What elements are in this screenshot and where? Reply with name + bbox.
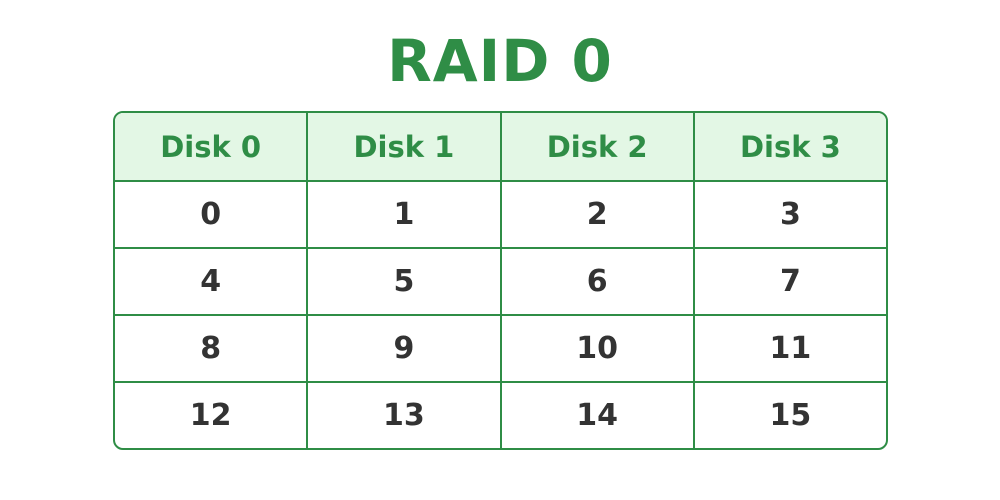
table-cell: 14 [499, 383, 693, 448]
table-cell: 2 [499, 182, 693, 247]
table-cell: 6 [499, 249, 693, 314]
table-cell: 11 [692, 316, 886, 381]
table-row: 8 9 10 11 [115, 314, 886, 381]
header-disk-0: Disk 0 [160, 129, 262, 164]
header-disk-3: Disk 3 [692, 113, 886, 180]
table-header-row: Disk 0 Disk 1 Disk 2 Disk 3 [115, 113, 886, 180]
table-cell: 3 [692, 182, 886, 247]
table-cell: 0 [200, 197, 222, 232]
table-cell: 12 [189, 398, 232, 433]
table-cell: 8 [200, 331, 222, 366]
table-cell: 10 [499, 316, 693, 381]
table-cell: 5 [306, 249, 499, 314]
table-cell: 4 [200, 264, 222, 299]
table-row: 0 1 2 3 [115, 180, 886, 247]
table-cell: 15 [692, 383, 886, 448]
diagram-title: RAID 0 [387, 27, 613, 95]
table-row: 12 13 14 15 [115, 381, 886, 448]
header-disk-2: Disk 2 [499, 113, 693, 180]
header-disk-1: Disk 1 [306, 113, 499, 180]
table-row: 4 5 6 7 [115, 247, 886, 314]
raid-table: Disk 0 Disk 1 Disk 2 Disk 3 0 1 2 3 4 5 … [113, 111, 888, 450]
table-cell: 1 [306, 182, 499, 247]
table-cell: 7 [692, 249, 886, 314]
table-cell: 9 [306, 316, 499, 381]
table-cell: 13 [306, 383, 499, 448]
